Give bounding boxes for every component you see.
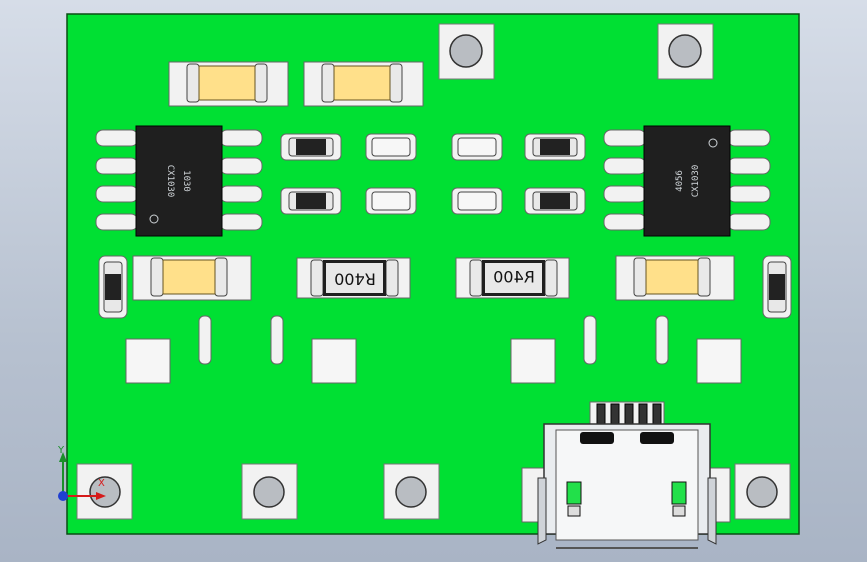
resistor-left-code: R400: [334, 270, 376, 289]
slot-pads: [198, 315, 669, 365]
smd-diode-left: [98, 255, 128, 319]
mounting-hole-bottom-4: [734, 463, 791, 520]
axis-triad: Y X: [57, 445, 106, 501]
usb-connector: [521, 401, 731, 549]
ic-left-label-1: CX1030: [165, 165, 175, 198]
fuse-mid-left: [132, 255, 252, 301]
mounting-hole-top-left: [438, 23, 495, 80]
ic-right: 4056 CX1030: [643, 125, 731, 237]
resistor-left: R400: [296, 257, 411, 299]
fuse-top-1: [168, 61, 289, 107]
smd-res-mid-1: [365, 187, 417, 215]
fuse-mid-right: [615, 255, 735, 301]
smd-res-mid-2: [451, 187, 503, 215]
axis-y-label: Y: [57, 445, 65, 456]
fuse-top-2: [303, 61, 424, 107]
smd-cap-mid-left: [280, 187, 342, 215]
mounting-hole-bottom-3: [383, 463, 440, 520]
mounting-hole-bottom-2: [241, 463, 298, 520]
ic-left-label-2: 1030: [181, 170, 191, 192]
ic-right-label-1: CX1030: [691, 165, 701, 198]
smd-res-top-2: [451, 133, 503, 161]
smd-cap-top-left: [280, 133, 342, 161]
resistor-right: R400: [455, 257, 570, 299]
resistor-right-code: R400: [493, 268, 535, 287]
smd-diode-right: [762, 255, 792, 319]
ic-right-pads: [603, 129, 771, 231]
smd-cap-mid-right: [524, 187, 586, 215]
smd-cap-top-right: [524, 133, 586, 161]
mounting-hole-top-right: [657, 23, 714, 80]
ic-left: CX1030 1030: [135, 125, 223, 237]
solder-pads: [125, 338, 742, 384]
mounting-hole-bottom-1: [76, 463, 133, 520]
smd-res-top-1: [365, 133, 417, 161]
axis-x-label: X: [98, 478, 105, 489]
ic-left-pads: [95, 129, 263, 231]
ic-right-label-2: 4056: [675, 170, 685, 192]
